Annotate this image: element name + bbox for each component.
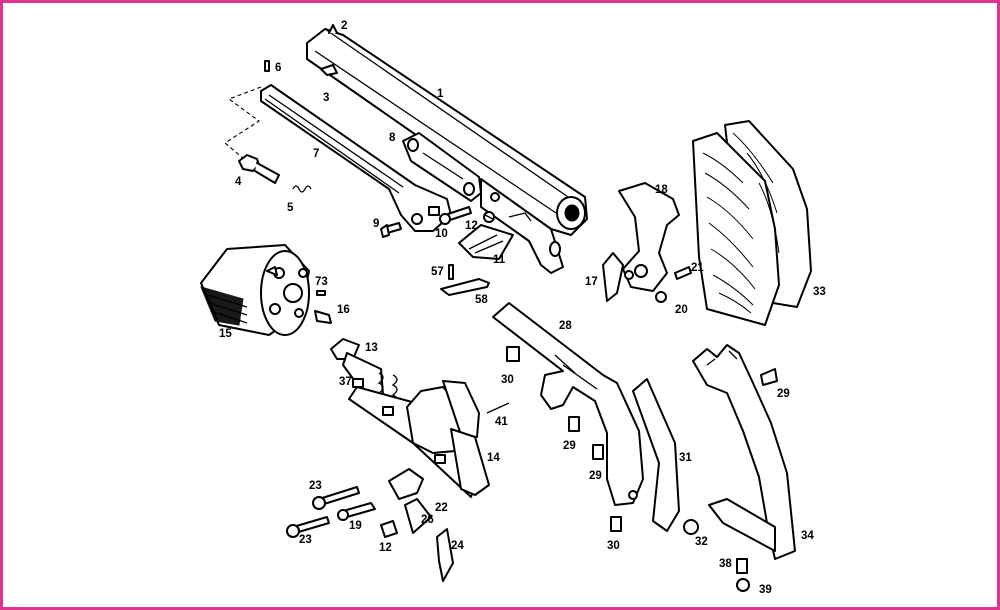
label-57: 57: [431, 266, 444, 278]
label-19: 19: [349, 520, 362, 532]
part-labels: 1 2 3 4 5 6 7 8 9 10 11 12 12 13 14 15 1…: [219, 20, 826, 596]
label-3: 3: [323, 92, 329, 104]
assembly-guide-line: [224, 86, 262, 166]
label-29b: 29: [589, 470, 602, 482]
label-13: 13: [365, 342, 378, 354]
label-41: 41: [495, 416, 508, 428]
label-5: 5: [287, 202, 294, 214]
label-8: 8: [389, 132, 396, 144]
backstrap-part: [692, 344, 796, 592]
backstrap-plate-part: [632, 378, 680, 532]
label-11: 11: [493, 254, 506, 266]
label-1: 1: [437, 88, 444, 100]
label-28: 28: [559, 320, 572, 332]
label-39: 39: [759, 584, 772, 596]
frame-hammer-part: [330, 338, 510, 498]
loading-lever-part: [260, 60, 452, 232]
label-29a: 29: [563, 440, 576, 452]
label-16: 16: [337, 304, 350, 316]
label-23b: 23: [299, 534, 312, 546]
label-12a: 12: [465, 220, 478, 232]
trigger-parts-group: [286, 468, 454, 582]
exploded-parts-diagram: 1 2 3 4 5 6 7 8 9 10 11 12 12 13 14 15 1…: [200, 20, 826, 596]
label-31: 31: [679, 452, 692, 464]
label-4: 4: [235, 176, 242, 188]
label-23a: 23: [309, 480, 322, 492]
label-30b: 30: [607, 540, 620, 552]
label-22: 22: [435, 502, 448, 514]
label-32: 32: [695, 536, 708, 548]
label-18: 18: [655, 184, 668, 196]
label-30a: 30: [501, 374, 514, 386]
label-6: 6: [275, 62, 281, 74]
barrel-part: [306, 24, 588, 274]
label-37: 37: [339, 376, 352, 388]
label-7: 7: [313, 148, 319, 160]
label-73: 73: [315, 276, 328, 288]
label-33: 33: [813, 286, 826, 298]
label-9: 9: [373, 218, 379, 230]
label-15: 15: [219, 328, 232, 340]
label-26: 26: [421, 514, 434, 526]
label-58: 58: [475, 294, 488, 306]
label-38: 38: [719, 558, 732, 570]
label-2: 2: [341, 20, 347, 32]
label-20: 20: [675, 304, 688, 316]
hand-assembly-part: [602, 182, 692, 303]
guard-screws-group: [506, 346, 778, 535]
label-24: 24: [451, 540, 464, 552]
label-29c: 29: [777, 388, 790, 400]
wedge-block-part: [458, 224, 514, 260]
cylinder-part: [200, 244, 332, 336]
label-10: 10: [435, 228, 448, 240]
bolt-part: [440, 264, 490, 296]
label-17: 17: [585, 276, 598, 288]
label-21: 21: [691, 262, 704, 274]
label-12b: 12: [379, 542, 392, 554]
label-34: 34: [801, 530, 814, 542]
label-14: 14: [487, 452, 500, 464]
grip-panel-part: [692, 120, 812, 326]
screws-group: [380, 206, 495, 238]
wedge-screw-part: [238, 154, 312, 193]
wedge-plate-part: [402, 132, 482, 202]
trigger-guard-part: [492, 302, 644, 506]
